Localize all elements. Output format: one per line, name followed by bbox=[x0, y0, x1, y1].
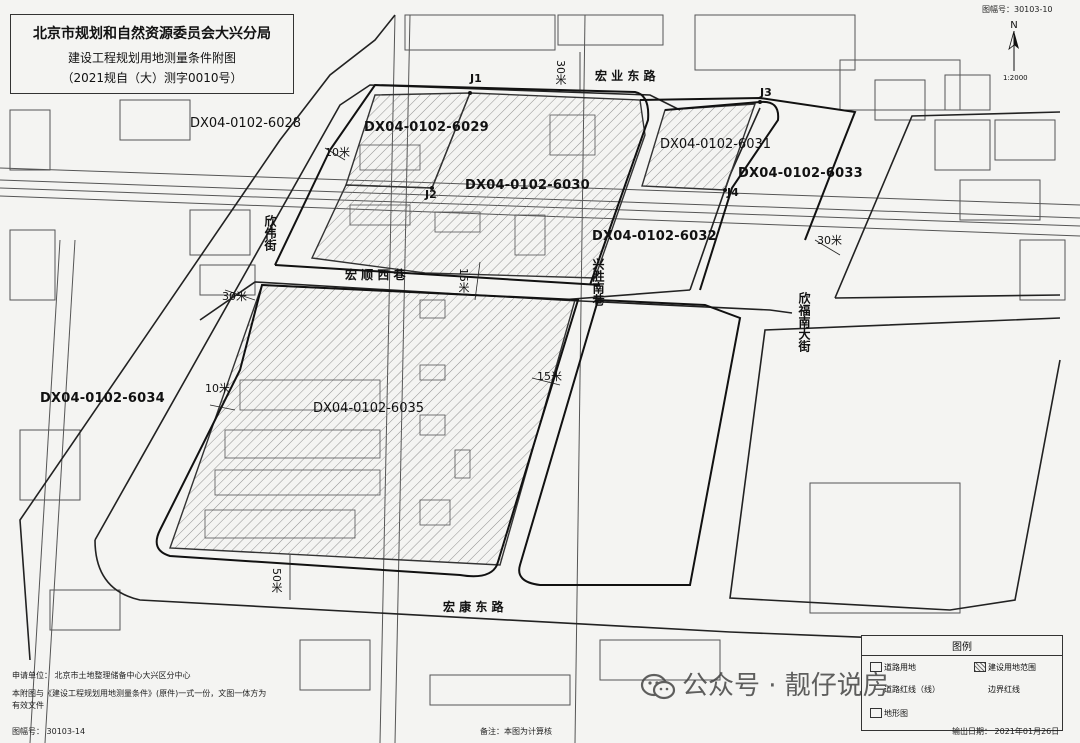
road-hongye-east: 宏 业 东 路 bbox=[595, 69, 656, 83]
legend-road-land: 道路用地 bbox=[884, 663, 916, 672]
build-land-parcels bbox=[169, 92, 757, 566]
road-xinfu-south-street: 欣福南大街 bbox=[797, 292, 811, 352]
legend-red-line: 道路红线（线） bbox=[884, 685, 940, 694]
road-xingsheng-south-lane: 兴胜南巷 bbox=[591, 258, 605, 306]
width-label-50m: 50米 bbox=[270, 568, 283, 593]
parcel-6030-area bbox=[310, 92, 646, 279]
width-label-15m-b: 15米 bbox=[537, 370, 562, 383]
watermark-text: 公众号 · 靓仔说房 bbox=[682, 671, 889, 701]
road-xinwei-street: 欣伟街 bbox=[263, 215, 277, 251]
point-label-j4: J4 bbox=[727, 186, 739, 199]
legend-road-swatch bbox=[870, 662, 882, 672]
width-label-10m-a: 10米 bbox=[325, 146, 350, 159]
width-label-30m-left: 30米 bbox=[222, 290, 247, 303]
parcel-label-6032: DX04-0102-6032 bbox=[592, 229, 717, 244]
top-sheet-number: 图幅号：30103-10 bbox=[982, 5, 1053, 14]
wechat-icon bbox=[640, 673, 676, 699]
document-number: （2021规自（大）测字0010号） bbox=[61, 71, 243, 85]
parcel-label-6028: DX04-0102-6028 bbox=[190, 116, 302, 131]
point-label-j1: J1 bbox=[470, 72, 482, 85]
parcel-6035-area bbox=[169, 284, 576, 566]
legend-title: 图例 bbox=[862, 636, 1062, 656]
width-label-10m-b: 10米 bbox=[205, 382, 230, 395]
title-block: 北京市规划和自然资源委员会大兴分局 建设工程规划用地测量条件附图 （2021规自… bbox=[10, 14, 294, 94]
parcel-label-6034: DX04-0102-6034 bbox=[40, 391, 165, 406]
parcel-label-6030: DX04-0102-6030 bbox=[465, 178, 590, 193]
output-date: 输出日期： 2021年01月26日 bbox=[952, 727, 1060, 736]
legend-build-land: 建设用地范围 bbox=[988, 663, 1036, 672]
dimension-lines bbox=[209, 52, 841, 600]
road-hongkang-east: 宏 康 东 路 bbox=[443, 600, 504, 614]
width-label-15m-a: 15米 bbox=[457, 268, 470, 293]
footer-remark: 备注：本图为计算核 bbox=[480, 727, 552, 736]
watermark: 公众号 · 靓仔说房 bbox=[640, 665, 889, 702]
footer-note-2: 有效文件 bbox=[12, 701, 44, 710]
bottom-sheet-number: 图幅号： 30103-14 bbox=[12, 727, 86, 736]
footer-note-1: 本附图与《建设工程规划用地测量条件》(原件)一式一份，文图一体方为 bbox=[12, 689, 267, 698]
agency-title: 北京市规划和自然资源委员会大兴分局 bbox=[33, 26, 271, 42]
parcel-label-6031: DX04-0102-6031 bbox=[660, 137, 772, 152]
map-scale: 1:2000 bbox=[1003, 74, 1028, 82]
map-subtitle: 建设工程规划用地测量条件附图 bbox=[67, 51, 236, 65]
parcel-label-6033: DX04-0102-6033 bbox=[738, 166, 863, 181]
point-label-j2: J2 bbox=[425, 188, 437, 201]
legend-build-swatch bbox=[974, 662, 986, 672]
parcel-boundaries bbox=[155, 83, 857, 586]
inner-footprints bbox=[204, 114, 596, 539]
parcel-label-6029: DX04-0102-6029 bbox=[364, 120, 489, 135]
road-hongshun-west-lane: 宏 顺 西 巷 bbox=[345, 268, 406, 282]
legend-control-line: 边界红线 bbox=[988, 685, 1020, 694]
point-label-j3: J3 bbox=[760, 86, 772, 99]
north-arrow-icon bbox=[1008, 30, 1019, 71]
width-label-30m-right: 30米 bbox=[817, 234, 842, 247]
legend-topo-swatch bbox=[870, 708, 882, 718]
applicant: 申请单位： 北京市土地整理储备中心大兴区分中心 bbox=[12, 671, 191, 680]
north-arrow: N 1:2000 bbox=[1003, 20, 1028, 82]
north-letter: N bbox=[1010, 20, 1018, 31]
legend-topo: 地形图 bbox=[884, 709, 908, 718]
legend: 图例 道路用地 建设用地范围 道路红线（线） 边界红线 地形图 bbox=[861, 635, 1063, 731]
control-points bbox=[430, 91, 762, 192]
width-label-30m-top: 30米 bbox=[554, 60, 567, 85]
parcel-label-6035: DX04-0102-6035 bbox=[313, 401, 425, 416]
